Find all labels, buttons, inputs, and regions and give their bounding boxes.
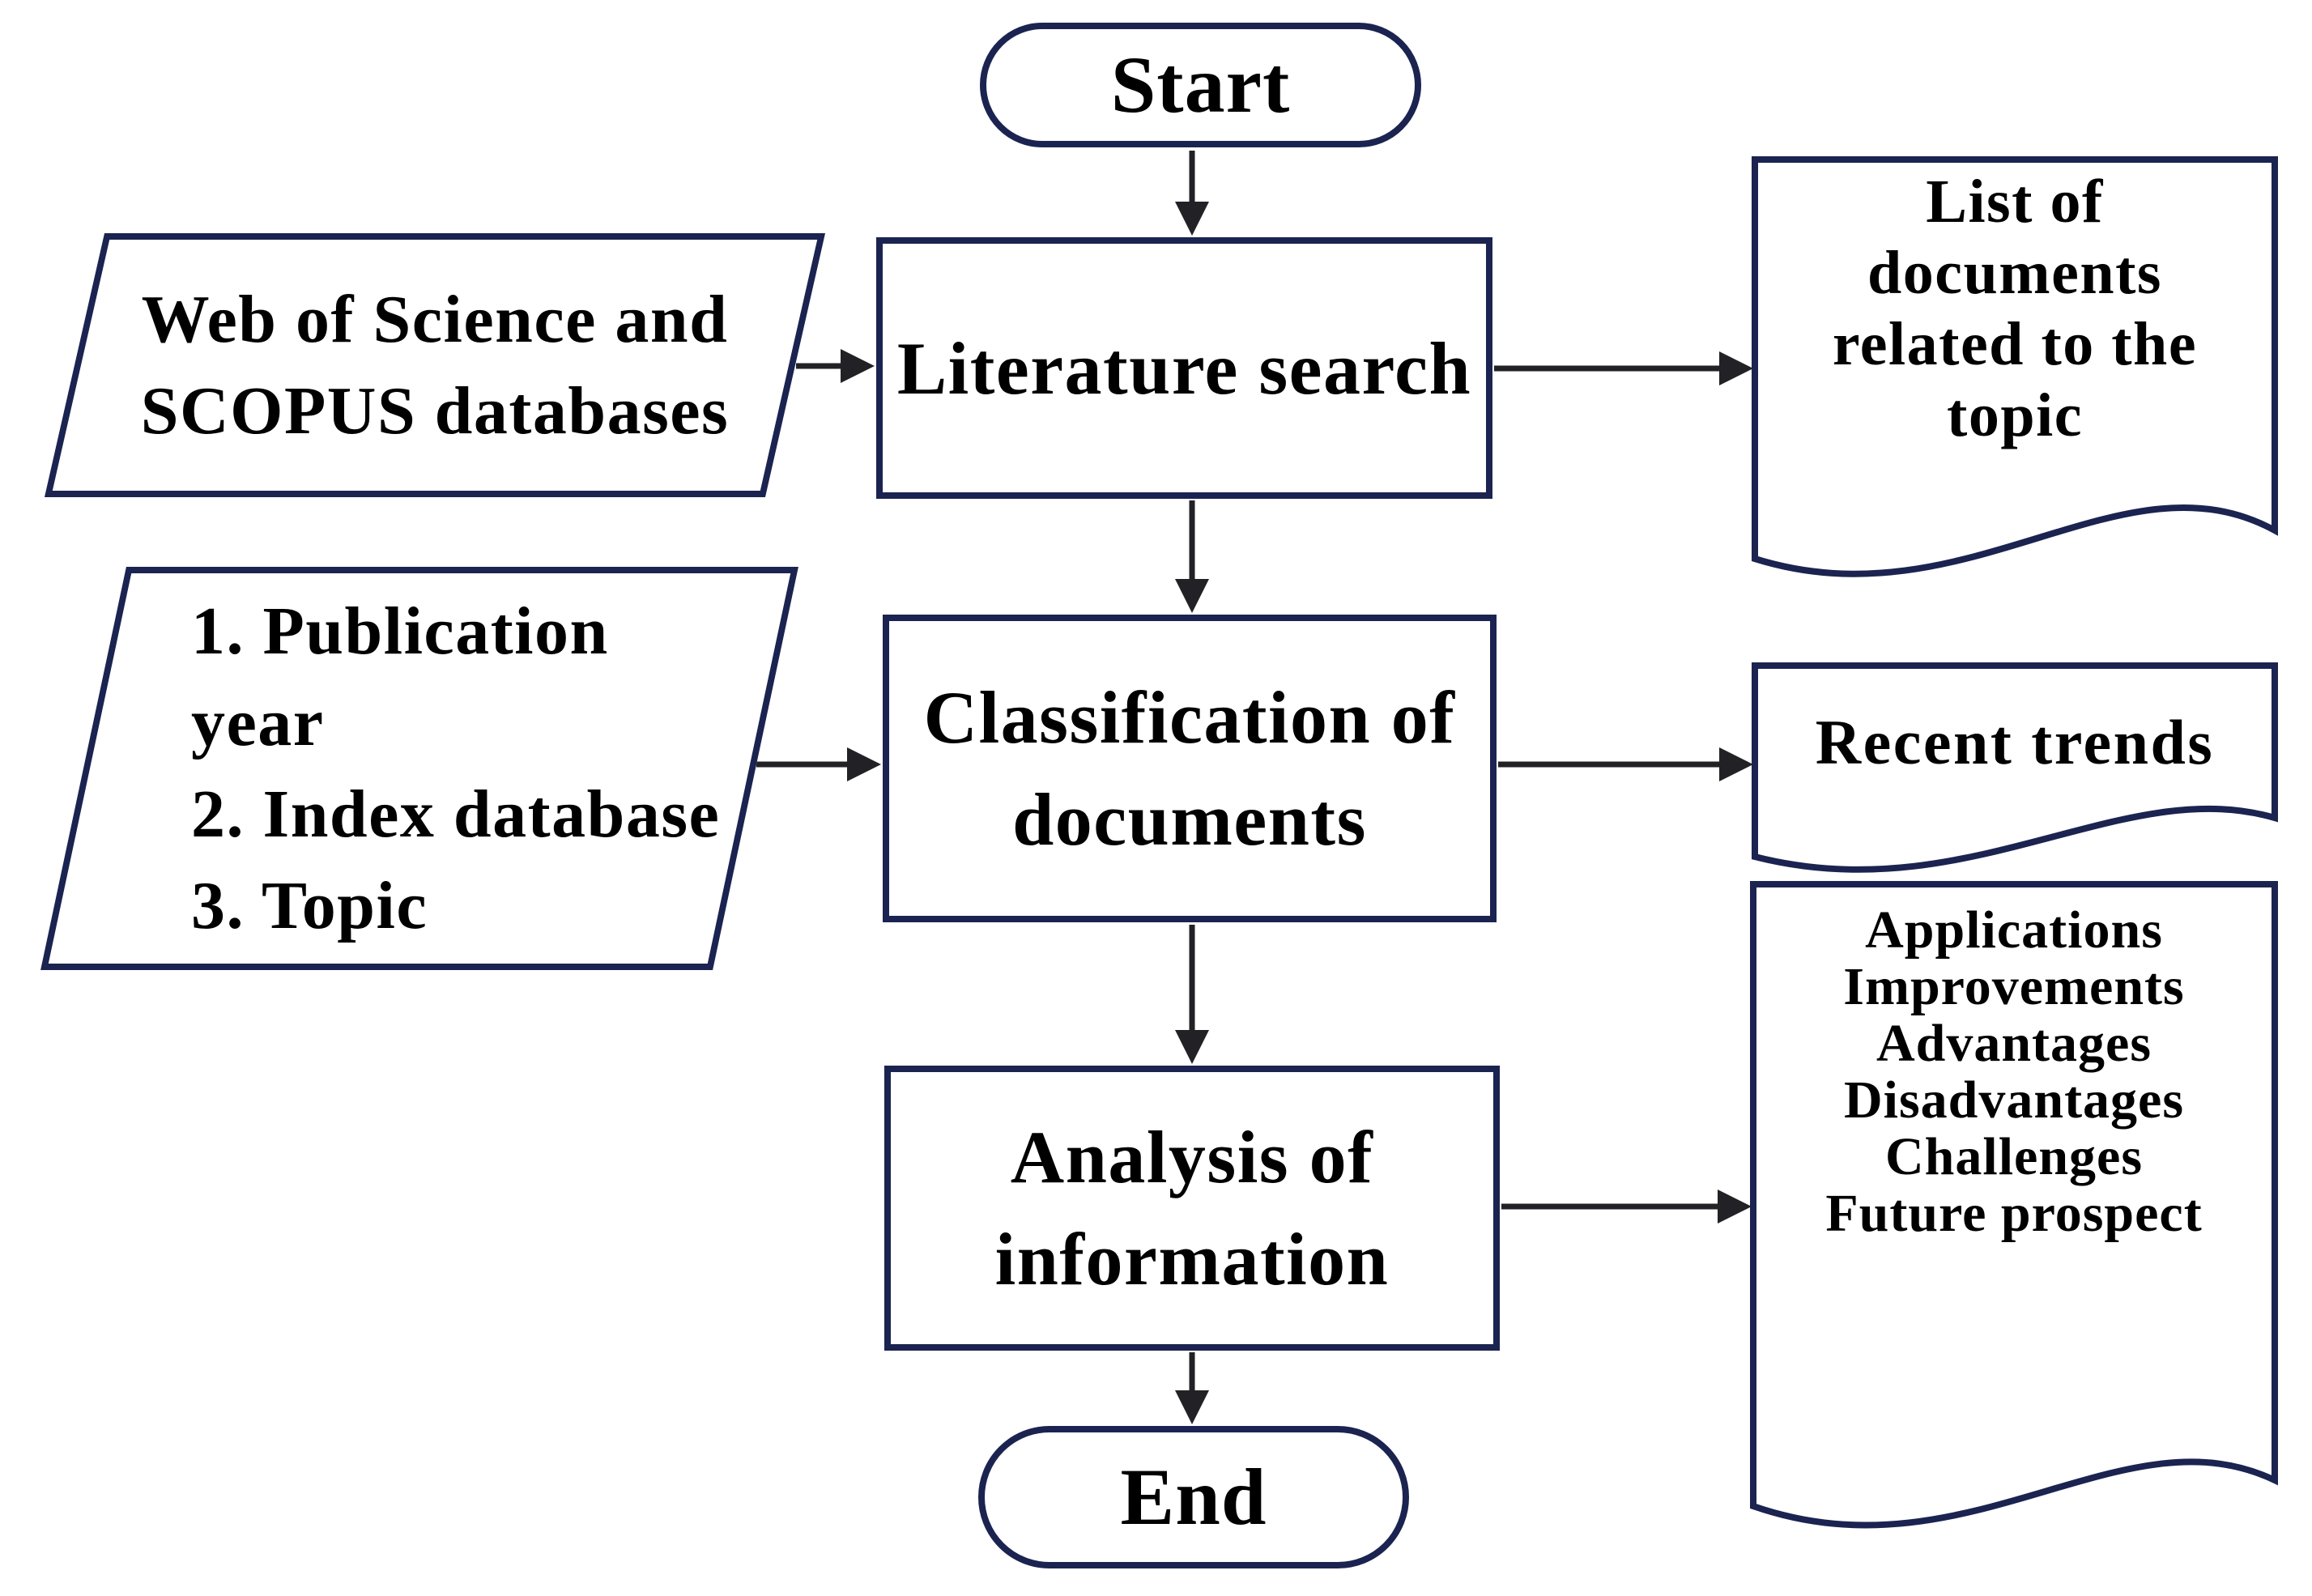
classification-label-line: documents [1012,778,1367,861]
arrowhead [841,349,875,383]
analysis-node: Analysis of information [884,1066,1500,1351]
edge-classification-to-trends [1498,747,1753,781]
criteria-input-line: 3. Topic [191,868,428,943]
databases-input-line: Web of Science and [141,282,729,357]
doc-outputs-line: Disadvantages [1843,1070,2185,1130]
criteria-input-line: 1. Publication year [191,594,609,760]
doc-trends-label: Recent trends [1815,707,2215,778]
doc-outputs-line: Applications [1865,900,2163,960]
document-shape-recent-trends [1752,662,2278,873]
doc-outputs-line: Challenges [1884,1127,2144,1186]
arrowhead [1175,202,1209,236]
edge-criteria-to-classification [756,747,881,781]
document-shape-analysis-outputs [1750,881,2278,1529]
arrowhead [1718,1190,1752,1224]
classification-node: Classification of documents [883,615,1497,922]
edge-analysis-to-outputs [1501,1190,1752,1224]
arrowhead [1175,579,1209,613]
start-node: Start [980,23,1421,147]
document-shape-list-of-documents [1752,156,2278,577]
doc-outputs-line: Future prospect [1825,1184,2203,1243]
edge-literature-to-classification [1175,500,1209,613]
start-label: Start [1110,40,1291,130]
doc-outputs-line: Advantages [1876,1014,2152,1073]
doc-list-line: topic [1947,381,2083,449]
doc-list-line: related to the [1832,310,2198,378]
arrowhead [1175,1030,1209,1064]
arrowhead [1719,351,1753,385]
end-label: End [1120,1452,1267,1542]
criteria-input-node: 1. Publication year 2. Index database 3.… [40,567,798,970]
edge-start-to-literature [1175,151,1209,236]
doc-outputs-text: Applications Improvements Advantages Dis… [1753,902,2275,1501]
analysis-label-line: information [994,1218,1390,1300]
arrowhead [847,747,881,781]
edge-classification-to-analysis [1175,925,1209,1064]
arrowhead [1175,1390,1209,1424]
edge-analysis-to-end [1175,1352,1209,1424]
doc-trends-text: Recent trends [1755,666,2275,819]
criteria-input-line: 2. Index database [191,777,721,852]
edge-databases-to-literature [796,349,875,383]
edge-literature-to-doc-list [1494,351,1753,385]
analysis-label-line: Analysis of [1010,1116,1374,1198]
end-node: End [978,1426,1409,1568]
databases-input-line: SCOPUS databases [140,373,730,449]
arrowhead [1719,747,1753,781]
doc-list-text: List of documents related to the topic [1755,166,2275,522]
doc-outputs-line: Improvements [1843,957,2185,1016]
databases-input-node: Web of Science and SCOPUS databases [44,233,826,497]
literature-search-label: Literature search [896,326,1472,410]
doc-list-line: List of [1926,168,2104,236]
literature-search-node: Literature search [876,237,1492,499]
classification-label-line: Classification of [923,676,1456,759]
doc-list-line: documents [1867,239,2162,307]
